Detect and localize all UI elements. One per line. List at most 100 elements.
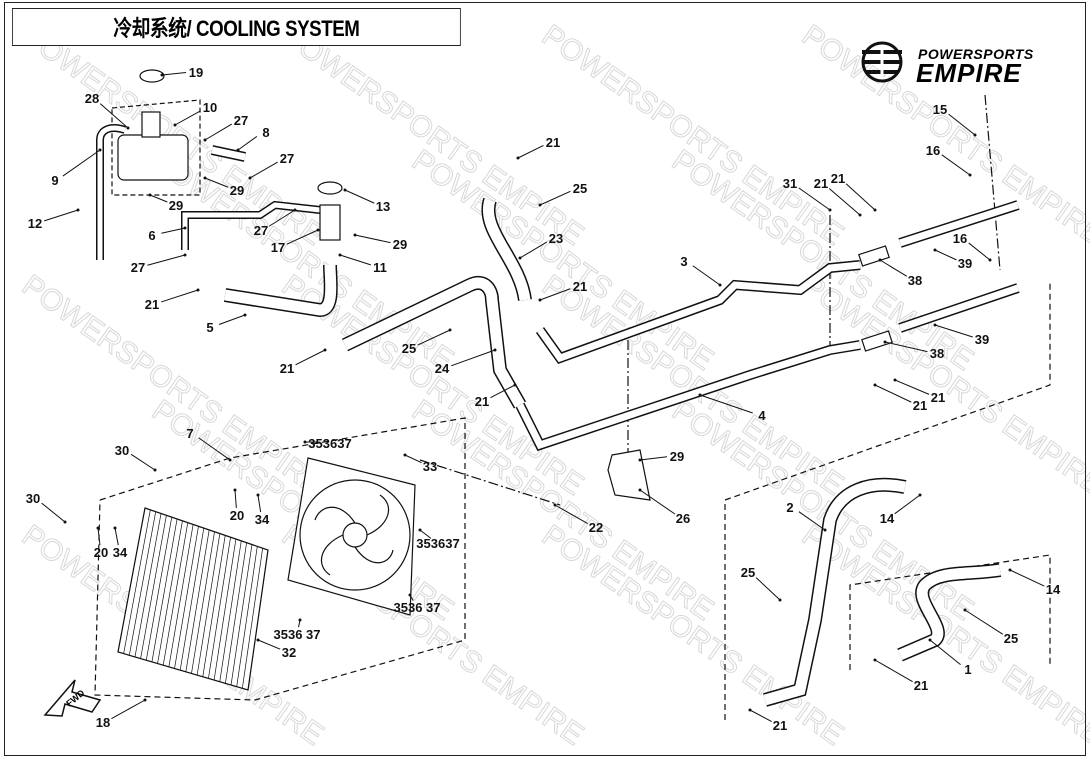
leader-line bbox=[884, 341, 928, 353]
leader-line bbox=[204, 177, 229, 188]
callout-7: 7 bbox=[186, 426, 232, 462]
brand-logo: POWERSPORTS EMPIRE bbox=[860, 40, 1060, 90]
leader-line bbox=[286, 229, 319, 245]
leader-line bbox=[404, 454, 422, 464]
leader-dot bbox=[408, 593, 412, 597]
leader-dot bbox=[933, 248, 937, 252]
leader-line bbox=[894, 379, 930, 395]
callout-number: 8 bbox=[262, 125, 269, 140]
callout-14: 14 bbox=[880, 493, 922, 526]
callout-21: 21 bbox=[475, 383, 517, 409]
leader-dot bbox=[343, 188, 347, 192]
callout-number: 27 bbox=[131, 260, 145, 275]
leader-line bbox=[554, 504, 588, 525]
callout-27: 27 bbox=[248, 151, 294, 180]
hose1-group-box bbox=[849, 554, 1051, 670]
callout-number: 29 bbox=[230, 183, 244, 198]
leader-dot bbox=[928, 638, 932, 642]
leader-dot bbox=[248, 176, 252, 180]
callout-number: 39 bbox=[958, 256, 972, 271]
callout-number: 21 bbox=[773, 718, 787, 733]
callout-number: 17 bbox=[271, 240, 285, 255]
leader-line bbox=[934, 324, 973, 338]
leader-line bbox=[755, 577, 781, 601]
callout-number: 26 bbox=[676, 511, 690, 526]
callout-39: 39 bbox=[933, 248, 972, 271]
leader-line bbox=[964, 609, 1004, 635]
leader-line bbox=[257, 494, 262, 513]
callout-number: 19 bbox=[189, 65, 203, 80]
leader-dot bbox=[233, 488, 237, 492]
callout-number: 21 bbox=[145, 297, 159, 312]
callout-number: 18 bbox=[96, 715, 110, 730]
callout-number: 9 bbox=[51, 173, 58, 188]
leader-line bbox=[699, 394, 753, 414]
callout-353637: 3536 37 bbox=[274, 618, 321, 642]
callout-21: 21 bbox=[280, 348, 327, 376]
callout-number: 30 bbox=[26, 491, 40, 506]
callout-number: 353637 bbox=[308, 436, 351, 451]
leader-line bbox=[894, 494, 921, 515]
leader-dot bbox=[338, 253, 342, 257]
callout-10: 10 bbox=[173, 100, 217, 127]
callout-number: 29 bbox=[393, 237, 407, 252]
drawing-frame bbox=[4, 2, 1086, 756]
leader-line bbox=[339, 254, 371, 266]
leader-dot bbox=[988, 258, 992, 262]
leader-line bbox=[639, 489, 676, 515]
callout-24: 24 bbox=[435, 348, 497, 376]
callout-number: 3536 37 bbox=[394, 600, 441, 615]
fwd-arrow bbox=[43, 679, 102, 717]
callout-27: 27 bbox=[131, 253, 187, 275]
leader-dot bbox=[160, 73, 164, 77]
leader-dot bbox=[76, 208, 80, 212]
leader-dot bbox=[196, 288, 200, 292]
leader-dot bbox=[858, 213, 862, 217]
callout-number: 15 bbox=[933, 102, 947, 117]
leader-dot bbox=[293, 208, 297, 212]
leader-line bbox=[874, 384, 912, 403]
callout-25: 25 bbox=[741, 565, 782, 602]
callout-34: 34 bbox=[113, 526, 128, 560]
callout-30: 30 bbox=[26, 491, 67, 524]
callout-21: 21 bbox=[748, 708, 787, 733]
leader-line bbox=[798, 511, 826, 531]
leader-dot bbox=[718, 283, 722, 287]
leader-line bbox=[539, 190, 571, 206]
callout-number: 16 bbox=[953, 231, 967, 246]
callout-27: 27 bbox=[254, 208, 297, 238]
leader-line bbox=[249, 161, 278, 179]
hose-23 bbox=[481, 197, 532, 302]
callout-38: 38 bbox=[878, 258, 922, 288]
leader-line bbox=[419, 529, 432, 539]
leader-line bbox=[99, 103, 129, 129]
leader-line bbox=[257, 639, 281, 650]
callout-number: 21 bbox=[914, 678, 928, 693]
callout-number: 27 bbox=[234, 113, 248, 128]
callout-16: 16 bbox=[926, 143, 972, 177]
leader-line bbox=[749, 709, 772, 723]
leader-line bbox=[845, 183, 876, 211]
callout-39: 39 bbox=[933, 323, 989, 347]
callout-29: 29 bbox=[353, 233, 407, 252]
callout-number: 7 bbox=[186, 426, 193, 441]
leader-dot bbox=[143, 698, 147, 702]
hoses-layer bbox=[96, 124, 1020, 707]
fan-blades bbox=[314, 494, 394, 576]
callout-number: 21 bbox=[546, 135, 560, 150]
callout-31: 31 bbox=[783, 176, 832, 212]
callout-34: 34 bbox=[255, 493, 270, 527]
leader-dot bbox=[183, 226, 187, 230]
leader-dot bbox=[63, 520, 67, 524]
callout-21: 21 bbox=[893, 378, 945, 405]
leader-dot bbox=[933, 323, 937, 327]
leader-dot bbox=[878, 258, 882, 262]
leader-dot bbox=[823, 528, 827, 532]
callout-8: 8 bbox=[236, 125, 270, 152]
callout-number: 14 bbox=[880, 511, 895, 526]
callout-number: 13 bbox=[376, 199, 390, 214]
center-line bbox=[984, 94, 1001, 271]
leader-dot bbox=[298, 618, 302, 622]
leader-line bbox=[237, 135, 258, 151]
